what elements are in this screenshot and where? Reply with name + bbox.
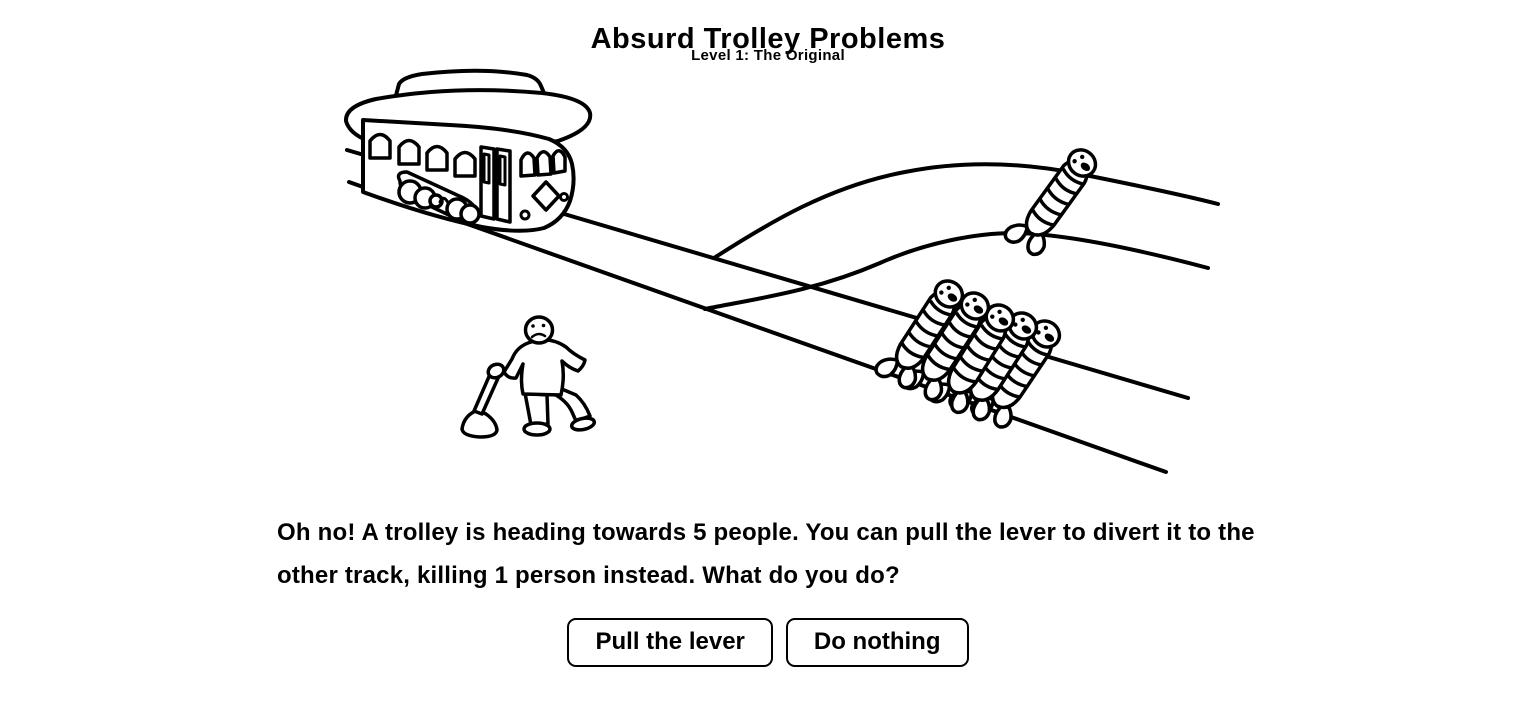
trolley-front-windows (519, 149, 567, 178)
person-right-shoe (569, 416, 597, 432)
trolley (344, 68, 593, 233)
tied-people-group (867, 269, 1075, 439)
pull-lever-button[interactable]: Pull the lever (567, 618, 773, 667)
trolley-scene-illustration (344, 68, 1220, 474)
trolley-doors (479, 145, 512, 224)
main-track-rail-bottom (347, 180, 1168, 474)
lever (460, 408, 499, 439)
trolley-wheels (396, 170, 481, 225)
question-text: Oh no! A trolley is heading towards 5 pe… (277, 519, 1255, 589)
branch-track-rail-bottom (703, 230, 1210, 311)
lever-person (460, 315, 597, 439)
choice-buttons: Pull the lever Do nothing (0, 618, 1536, 667)
page-title: Absurd Trolley Problems (590, 23, 946, 56)
do-nothing-button[interactable]: Do nothing (785, 618, 969, 667)
level-subtitle: Level 1: The Original (691, 47, 845, 64)
trolley-side-windows (368, 132, 477, 178)
person-left-shoe (522, 421, 552, 437)
tied-person-branch (997, 138, 1111, 267)
trolley-front-panel (531, 180, 561, 212)
person-left-leg (523, 391, 550, 427)
branch-track-rail-top (712, 162, 1220, 260)
person-hand (486, 362, 506, 380)
person-right-leg (552, 385, 592, 423)
person-head (523, 315, 555, 345)
person-torso (502, 338, 587, 397)
